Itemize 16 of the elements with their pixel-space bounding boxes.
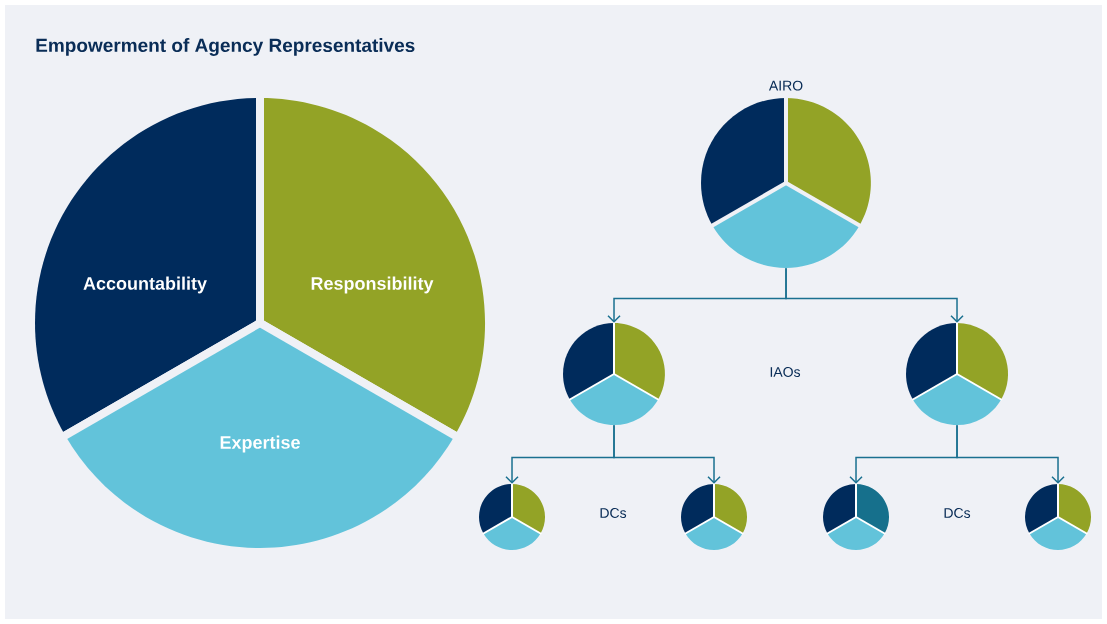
pie-chart: AIRO: [701, 80, 871, 268]
title: Empowerment of Agency Representatives: [36, 38, 415, 56]
pie-chart: [823, 482, 889, 550]
pie-chart: [1025, 482, 1091, 550]
arrow: [785, 267, 964, 323]
group-label: DCs: [600, 508, 627, 518]
group-label: DCs: [944, 508, 971, 518]
pie-chart: [479, 482, 545, 550]
pie-slice: Expertise: [61, 319, 459, 549]
arrow: [956, 424, 1065, 484]
pie-chart: [906, 321, 1008, 425]
node-label: AIRO: [768, 80, 803, 91]
arrow: [613, 424, 721, 484]
pie-chart: [681, 482, 747, 550]
pie-chart: [563, 321, 665, 425]
group-label: IAOs: [770, 367, 801, 377]
